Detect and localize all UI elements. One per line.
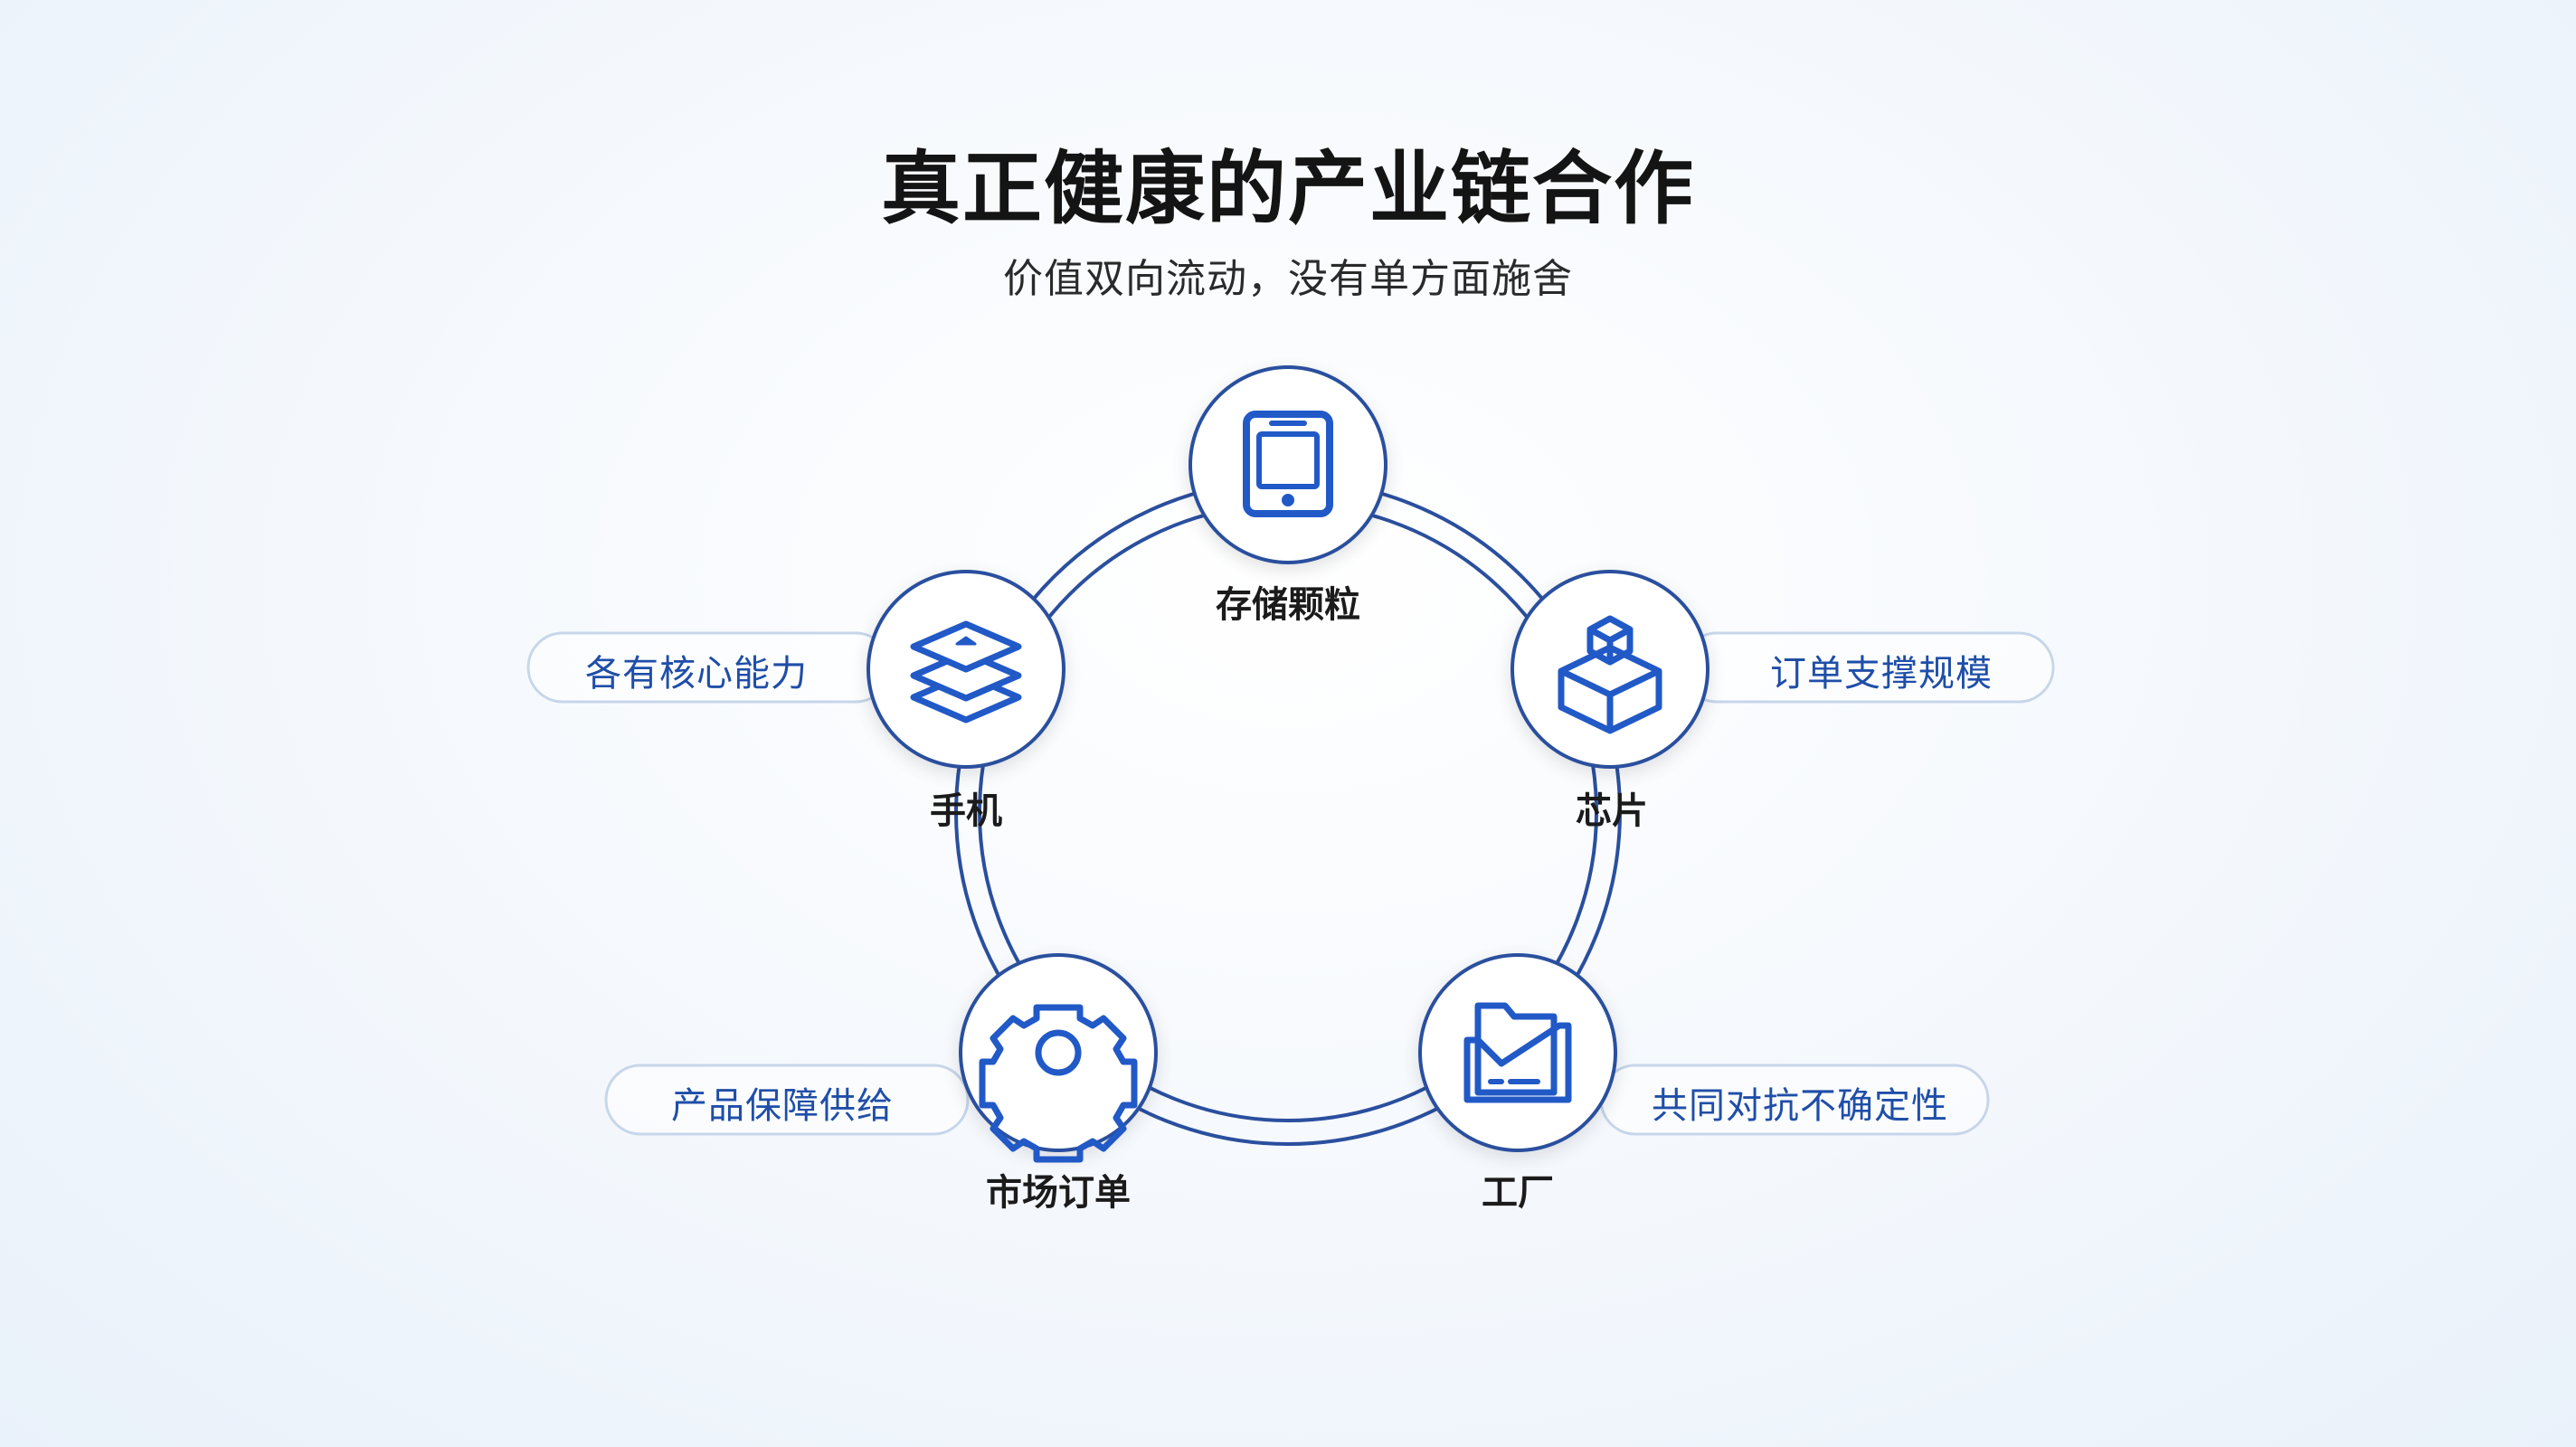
node-circle-storage (1189, 365, 1387, 564)
page-subtitle: 价值双向流动，没有单方面施舍 (1003, 256, 1573, 302)
pill-label-factory: 共同对抗不确定性 (1652, 1085, 1948, 1127)
node-label-phone: 手机 (930, 790, 1002, 832)
folder-check-icon (1463, 1002, 1572, 1103)
node-label-market: 市场订单 (986, 1172, 1131, 1214)
pill-label-chip: 订单支撑规模 (1770, 653, 1993, 695)
node-label-storage: 存储颗粒 (1216, 584, 1360, 626)
pill-label-phone: 各有核心能力 (585, 653, 808, 695)
cube-icon (1558, 615, 1662, 734)
node-circle-market (959, 953, 1158, 1152)
tablet-icon (1243, 411, 1333, 517)
layers-icon (910, 620, 1022, 724)
gear-icon (979, 1004, 1138, 1163)
node-label-chip: 芯片 (1576, 790, 1648, 832)
pill-label-market: 产品保障供给 (671, 1085, 894, 1127)
page-title: 真正健康的产业链合作 (880, 142, 1695, 235)
node-circles (867, 365, 1709, 1152)
node-label-factory: 工厂 (1482, 1172, 1554, 1214)
node-circle-chip (1511, 570, 1709, 769)
pill-outlines (526, 631, 2055, 1136)
pill-market (604, 1064, 970, 1136)
